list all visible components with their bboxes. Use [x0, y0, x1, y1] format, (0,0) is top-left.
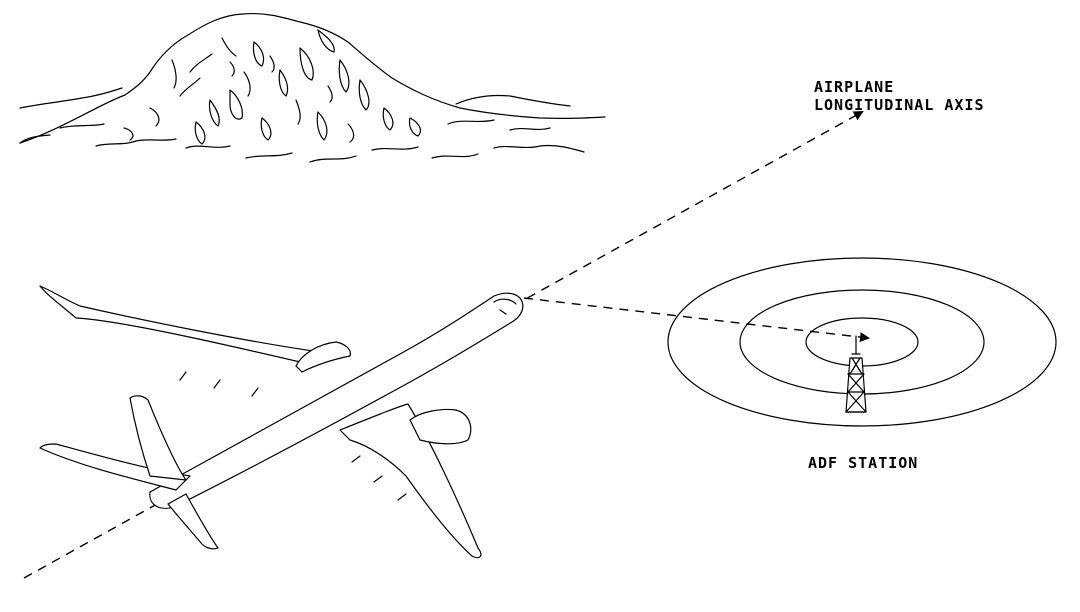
station-label: ADF STATION [808, 454, 918, 472]
mountain-illustration [19, 12, 606, 163]
adf-station-tower-icon [845, 335, 867, 413]
airplane-illustration [39, 285, 524, 559]
axis-label-line2: LONGITUDINAL AXIS [814, 96, 985, 114]
axis-label-line1: AIRPLANE [814, 78, 894, 96]
bearing-line-to-station [523, 297, 870, 343]
